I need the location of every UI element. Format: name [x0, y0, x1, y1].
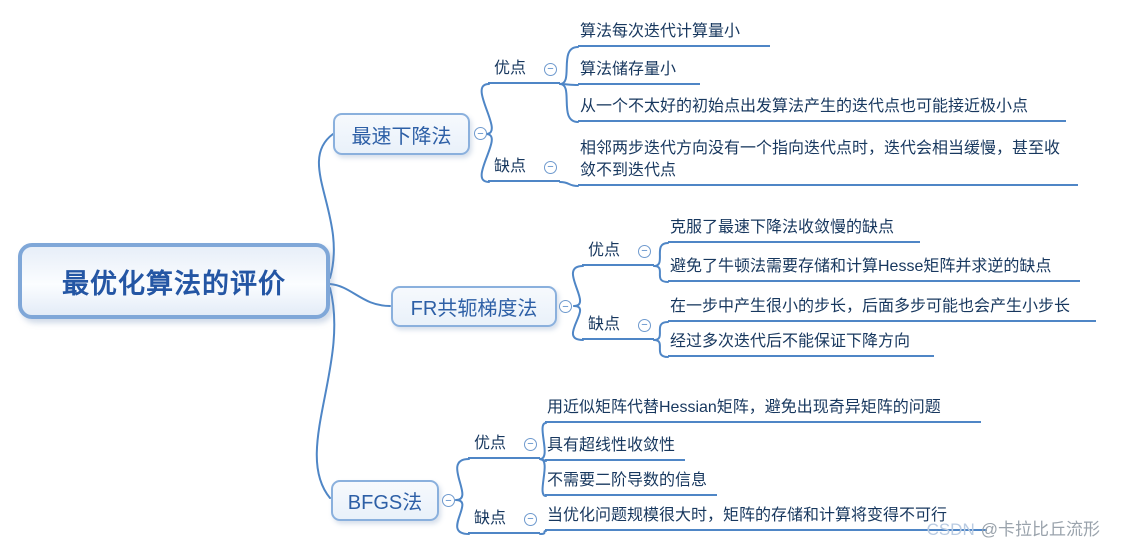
connector-path — [455, 458, 470, 501]
collapse-icon[interactable]: − — [524, 512, 537, 526]
connector-path — [480, 133, 493, 183]
connector-path — [539, 458, 547, 497]
collapse-icon[interactable]: − — [442, 494, 455, 507]
collapse-icon[interactable]: − — [559, 300, 572, 313]
leaf-item[interactable]: 克服了最速下降法收敛慢的缺点 — [668, 217, 920, 243]
group-label-disadvantages[interactable]: 缺点 − — [488, 157, 560, 182]
leaf-item[interactable]: 不需要二阶导数的信息 — [545, 470, 717, 496]
leaf-item[interactable]: 算法每次迭代计算量小 — [578, 21, 770, 47]
connector-path — [653, 339, 669, 358]
group-label-disadvantages[interactable]: 缺点 − — [468, 509, 540, 534]
group-label-text: 优点 — [474, 435, 507, 452]
connector-path — [559, 181, 579, 187]
collapse-icon[interactable]: − — [544, 160, 557, 174]
connector-path — [559, 83, 579, 123]
connector-path — [480, 83, 493, 135]
leaf-item[interactable]: 避免了牛顿法需要存储和计算Hesse矩阵并求逆的缺点 — [668, 256, 1080, 282]
group-label-advantages[interactable]: 优点 − — [468, 434, 540, 459]
connector-path — [653, 321, 669, 341]
group-label-text: 优点 — [588, 242, 621, 259]
connector-path — [653, 265, 669, 283]
leaf-item[interactable]: 相邻两步迭代方向没有一个指向迭代点时，迭代会相当缓慢，甚至收敛不到迭代点 — [578, 138, 1078, 186]
connector-path — [653, 242, 669, 267]
connector-path — [315, 287, 336, 499]
leaf-item[interactable]: 用近似矩阵代替Hessian矩阵，避免出现奇异矩阵的问题 — [545, 397, 981, 423]
connector-path — [317, 133, 335, 279]
watermark-author: @卡拉比丘流形 — [980, 520, 1100, 539]
root-node[interactable]: 最优化算法的评价 — [18, 243, 330, 319]
collapse-icon[interactable]: − — [638, 244, 651, 258]
leaf-item[interactable]: 算法储存量小 — [578, 59, 700, 85]
collapse-icon[interactable]: − — [638, 318, 651, 332]
connector-path — [571, 305, 584, 341]
connector-path — [329, 283, 391, 307]
leaf-item[interactable]: 在一步中产生很小的步长，后面多步可能也会产生小步长 — [668, 296, 1096, 322]
branch-node-bfgs[interactable]: BFGS法 — [331, 480, 439, 521]
connector-path — [571, 265, 584, 307]
watermark: CSDN @卡拉比丘流形 — [927, 515, 1100, 540]
group-label-text: 缺点 — [494, 158, 527, 175]
group-label-text: 缺点 — [588, 316, 621, 333]
collapse-icon[interactable]: − — [544, 62, 557, 76]
group-label-advantages[interactable]: 优点 − — [488, 59, 560, 84]
leaf-item[interactable]: 当优化问题规模很大时，矩阵的存储和计算将变得不可行 — [545, 505, 987, 531]
branch-node-steepest-descent[interactable]: 最速下降法 — [333, 113, 470, 155]
collapse-icon[interactable]: − — [524, 437, 537, 451]
connector-path — [539, 422, 547, 460]
leaf-item[interactable]: 具有超线性收敛性 — [545, 435, 685, 461]
connector-path — [455, 499, 470, 535]
branch-node-fr-conjugate-gradient[interactable]: FR共轭梯度法 — [391, 286, 557, 327]
connector-path — [539, 530, 547, 535]
collapse-icon[interactable]: − — [474, 127, 487, 140]
leaf-item[interactable]: 从一个不太好的初始点出发算法产生的迭代点也可能接近极小点 — [578, 96, 1066, 122]
group-label-text: 缺点 — [474, 510, 507, 527]
connector-path — [559, 46, 579, 85]
watermark-brand: CSDN — [926, 520, 975, 539]
leaf-item[interactable]: 经过多次迭代后不能保证下降方向 — [668, 331, 934, 357]
group-label-advantages[interactable]: 优点 − — [582, 241, 654, 266]
group-label-disadvantages[interactable]: 缺点 − — [582, 315, 654, 340]
group-label-text: 优点 — [494, 60, 527, 77]
